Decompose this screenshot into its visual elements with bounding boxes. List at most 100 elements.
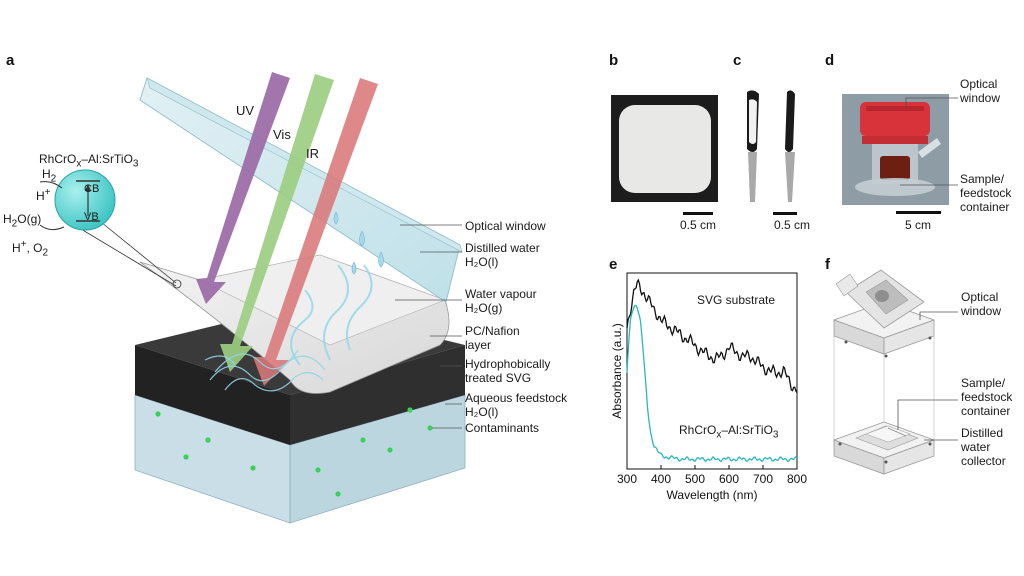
x-tick-label-500: 500	[685, 472, 705, 486]
h2-label: H2	[42, 167, 56, 186]
material-rest: –Al:SrTiO	[81, 152, 133, 166]
photocatalyst-particle	[54, 169, 116, 231]
f-sample-line-2: feedstock	[961, 390, 1013, 404]
water-vapour-label: H2O(g)	[3, 212, 41, 231]
uv-ray	[196, 72, 290, 304]
water-droplets	[333, 211, 384, 275]
reaction-arrows	[39, 181, 65, 231]
chart-series	[626, 278, 798, 463]
panel-a-schematic	[39, 72, 466, 524]
material-sub: x	[76, 158, 82, 170]
x-tick-label-400: 400	[651, 472, 671, 486]
d-optical-line-2: window	[960, 91, 1001, 105]
f-sample-line-3: container	[961, 404, 1011, 418]
f-optical-line-1: Optical	[961, 290, 999, 304]
photo-d-device	[842, 94, 949, 205]
products-label: H+, O2	[12, 238, 48, 260]
series-line-0	[626, 278, 798, 393]
panel-d-leaders	[900, 97, 958, 186]
photo-d-drawing	[842, 94, 949, 205]
y-axis-label: Absorbance (a.u.)	[610, 323, 624, 418]
scale-label-c: 0.5 cm	[774, 218, 811, 232]
x-tick-label-700: 700	[753, 472, 773, 486]
hplus-label: H+	[36, 186, 51, 203]
cad-bottom-piece	[832, 421, 936, 475]
chart-ticks: 300 400 500 600 700 800	[617, 465, 807, 486]
h2-sub: 2	[50, 173, 57, 185]
hplus-sup: +	[44, 187, 51, 198]
panel-label-a: a	[6, 52, 15, 69]
uv-label: UV	[236, 103, 255, 118]
x-axis-label: Wavelength (nm)	[667, 488, 758, 502]
panel-label-b: b	[609, 52, 619, 69]
f-sample-line-1: Sample/	[961, 376, 1006, 390]
f-distilled-line-3: collector	[961, 454, 1006, 468]
label-optical-window: Optical window	[465, 219, 546, 233]
x-tick-label-300: 300	[617, 472, 637, 486]
scale-bar-b	[683, 212, 713, 215]
water-rest: O(g)	[17, 212, 42, 226]
distilled-line-2: H₂O(l)	[465, 255, 499, 269]
vapour-wisps	[290, 264, 373, 366]
panel-f-leaders	[897, 311, 958, 441]
zoom-line-1	[100, 221, 177, 284]
x-tick-label-600: 600	[719, 472, 739, 486]
label-contaminants: Contaminants	[465, 421, 540, 435]
pc-line-2: layer	[465, 338, 492, 352]
material-text: RhCrO	[39, 152, 77, 166]
x-tick-label-800: 800	[787, 472, 807, 486]
feed-line-1: Aqueous feedstock	[465, 391, 568, 405]
cad-render-f	[832, 269, 936, 475]
panel-label-e: e	[609, 256, 618, 273]
d-sample-line-1: Sample/	[960, 172, 1005, 186]
chart-svg: 300 400 500 600 700 800 Absorbance (a.u.) Wav…	[610, 272, 807, 502]
legend-svg-substrate: SVG substrate	[697, 293, 776, 307]
scale-bar-c	[773, 212, 797, 215]
scale-label-d: 5 cm	[905, 218, 932, 232]
photo-c-drawing	[747, 90, 795, 202]
d-optical-line-1: Optical	[960, 77, 998, 91]
panel-label-d: d	[825, 52, 835, 69]
water-sub: 2	[11, 218, 18, 230]
d-sample-line-3: container	[960, 200, 1010, 214]
vis-label: Vis	[273, 127, 291, 142]
products-text: H	[12, 241, 21, 255]
zoom-line-2	[65, 219, 177, 287]
f-optical-line-2: window	[961, 304, 1002, 318]
vapour-line-2: H₂O(g)	[465, 301, 503, 315]
distilled-line-1: Distilled water	[465, 241, 540, 255]
photo-b-substrate	[611, 95, 718, 202]
cad-top-piece	[832, 269, 936, 358]
f-distilled-line-1: Distilled	[961, 426, 1004, 440]
products-rest: , O	[26, 241, 43, 255]
panel-a-leaders	[395, 224, 462, 429]
vapour-line-1: Water vapour	[465, 287, 537, 301]
photo-c-side	[735, 84, 807, 204]
products-sup: +	[20, 239, 27, 250]
scale-bar-d	[896, 211, 941, 214]
light-rays	[196, 72, 378, 386]
material-sub2: 3	[132, 158, 139, 170]
series-line-1	[626, 304, 798, 463]
pc-line-1: PC/Nafion	[465, 324, 520, 338]
white-absorber	[619, 105, 711, 193]
d-sample-line-2: feedstock	[960, 186, 1012, 200]
scale-label-b: 0.5 cm	[680, 218, 717, 232]
ir-ray	[253, 78, 378, 386]
products-sub: 2	[42, 247, 49, 259]
ir-label: IR	[306, 146, 319, 161]
legend-rhcrox: RhCrOx–Al:SrTiO3	[679, 423, 779, 441]
water-text: H	[3, 212, 12, 226]
zoom-point	[172, 279, 182, 289]
h2-text: H	[42, 167, 51, 181]
